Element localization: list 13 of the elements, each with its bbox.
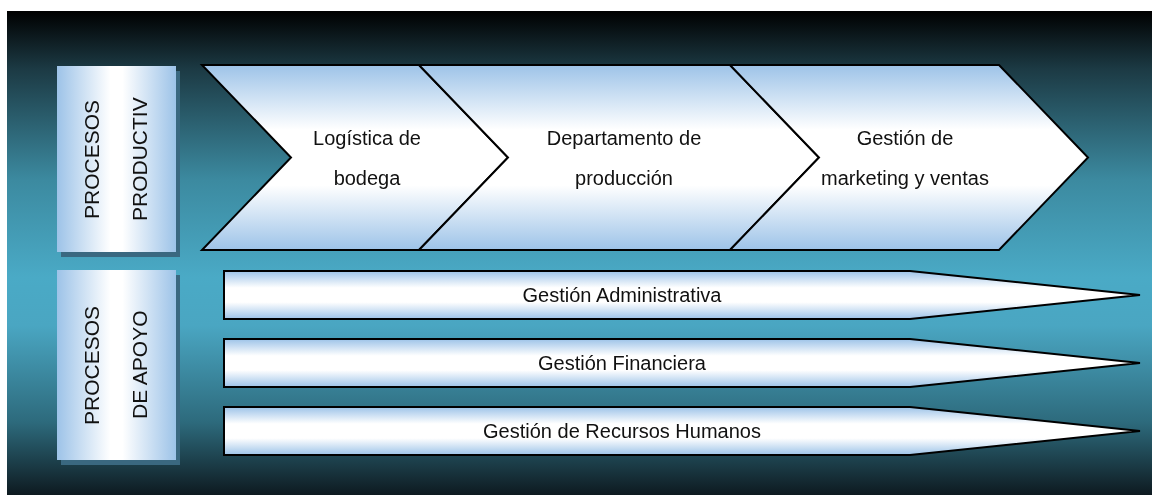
process-label: Gestión de Recursos Humanos xyxy=(483,419,761,443)
pointed-arrow-shape xyxy=(223,406,1141,456)
chevron-shape xyxy=(727,64,1090,251)
chevron-shape xyxy=(199,64,510,251)
category-label: PROCESOS DE APOYO xyxy=(79,304,153,427)
pointed-arrow-shape xyxy=(223,338,1141,388)
process-label: Gestión Administrativa xyxy=(522,283,722,307)
process-label: Logística de bodega xyxy=(312,125,422,191)
pointed-arrow-shape xyxy=(223,270,1141,320)
category-label: PROCESOS PRODUCTIV xyxy=(79,96,153,223)
process-label: Gestión Financiera xyxy=(538,351,706,375)
process-label: Departamento de producción xyxy=(545,125,703,191)
process-label: Gestión de marketing y ventas xyxy=(820,125,990,191)
